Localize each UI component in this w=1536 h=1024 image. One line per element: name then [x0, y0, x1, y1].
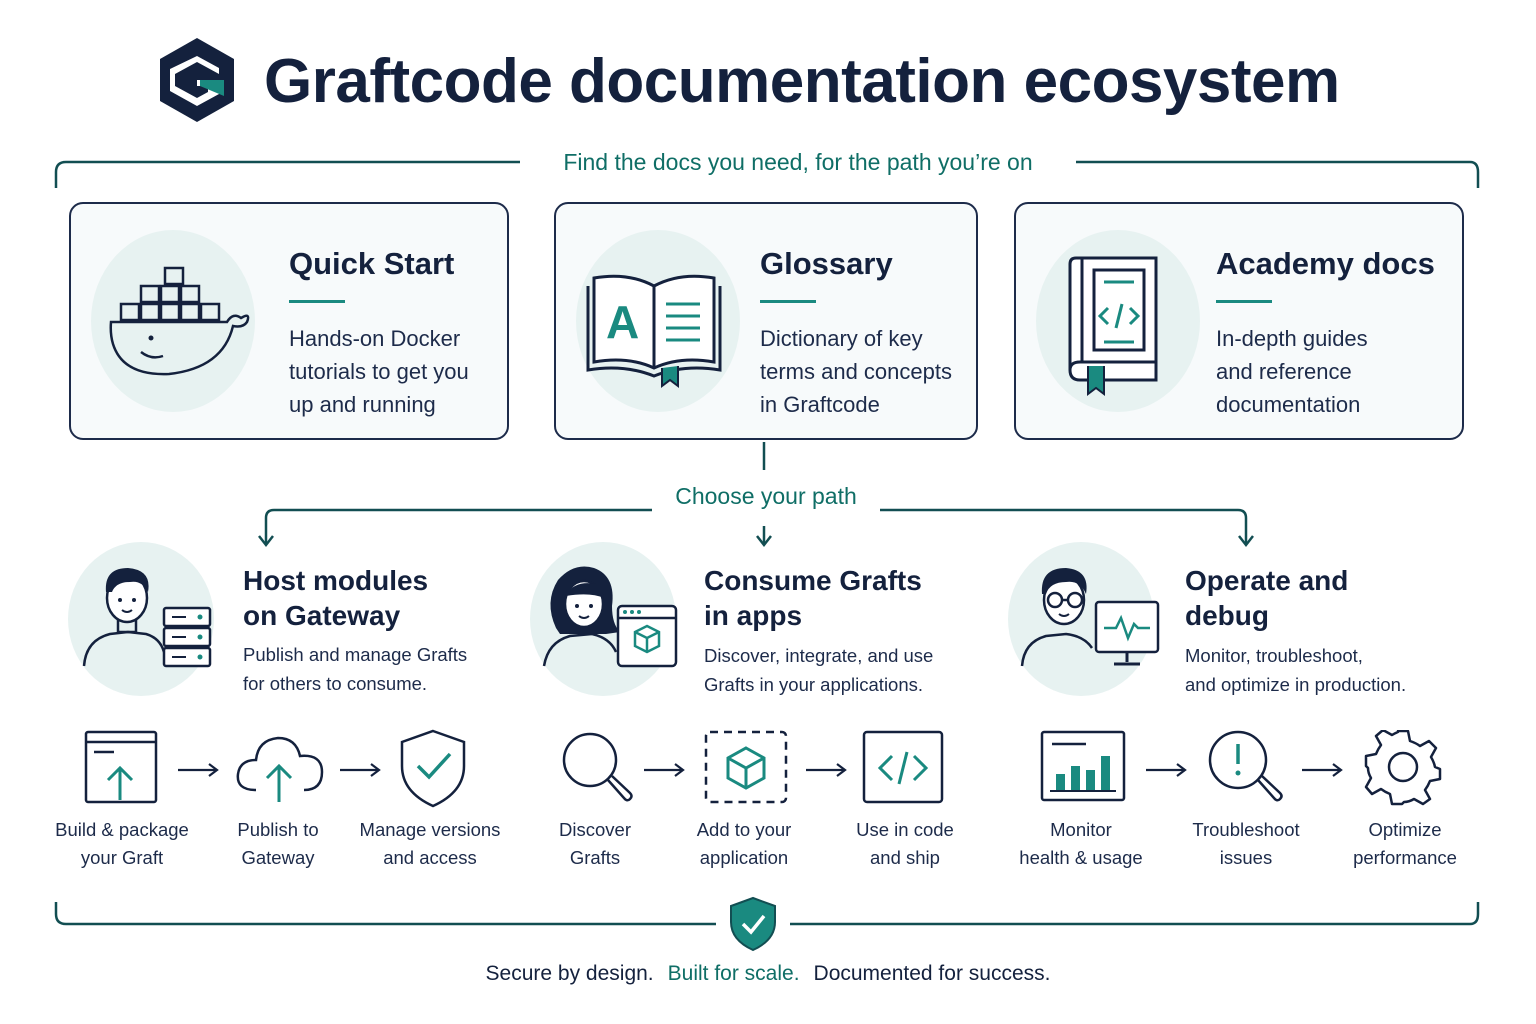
code-book-icon [1068, 256, 1158, 396]
shield-check-icon[interactable] [398, 728, 468, 810]
bottom-bracket [54, 896, 1480, 952]
page-title: Graftcode documentation ecosystem [264, 47, 1340, 116]
developer-package-icon [542, 566, 678, 668]
code-icon[interactable] [862, 730, 944, 804]
title-underline [289, 300, 345, 303]
path-connectors [258, 442, 1254, 548]
graftcode-logo-icon [160, 38, 234, 122]
svg-text:A: A [606, 296, 639, 348]
path-heading: Choose your path [656, 480, 876, 512]
tagline-documented: Documented for success. [813, 962, 1051, 985]
cloud-upload-icon[interactable] [234, 730, 326, 804]
card-title: Quick Start [289, 246, 455, 281]
step-arrows [178, 763, 1343, 777]
search-icon[interactable] [560, 730, 636, 808]
top-bracket [54, 160, 1480, 188]
card-title: Glossary [760, 246, 893, 281]
developer-server-icon [82, 568, 212, 668]
open-book-icon: A [586, 274, 722, 388]
card-title: Academy docs [1216, 246, 1435, 281]
title-underline [760, 300, 816, 303]
docker-whale-icon [109, 266, 250, 376]
footer-tagline: Secure by design. Built for scale. Documen… [0, 958, 1536, 990]
alert-search-icon[interactable] [1206, 728, 1288, 808]
gear-icon[interactable] [1364, 730, 1442, 808]
tagline-secure: Secure by design. [485, 962, 654, 985]
developer-monitor-icon [1020, 568, 1160, 667]
path-description: Monitor, troubleshoot,and optimize in pr… [1185, 645, 1407, 695]
title-underline [1216, 300, 1272, 303]
tagline-scale: Built for scale. [667, 962, 800, 985]
upload-window-icon[interactable] [84, 730, 158, 804]
bar-chart-icon[interactable] [1040, 730, 1126, 804]
package-icon[interactable] [704, 730, 788, 804]
section-subtitle: Find the docs you need, for the path you… [520, 146, 1076, 178]
